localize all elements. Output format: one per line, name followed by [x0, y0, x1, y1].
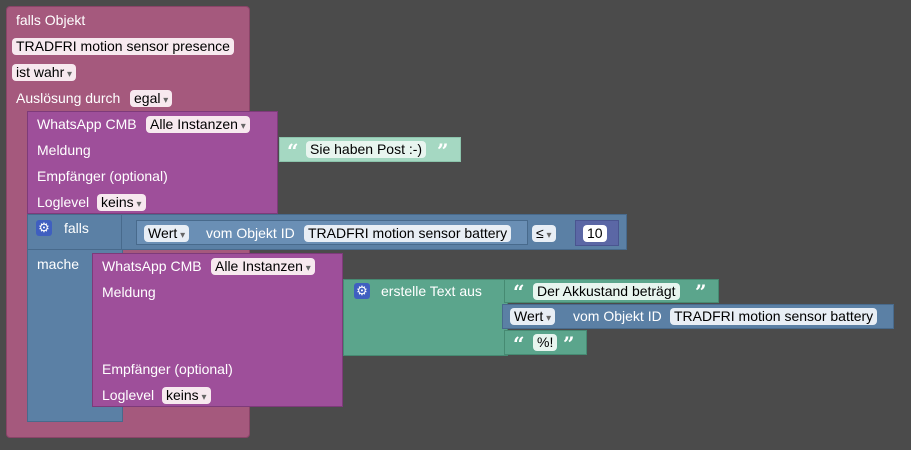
whatsapp1-title: WhatsApp CMB — [37, 116, 137, 132]
compare-object-id-field[interactable]: TRADFRI motion sensor battery — [304, 225, 512, 242]
of-object-label-2: vom Objekt ID — [573, 308, 662, 324]
of-object-label: vom Objekt ID — [206, 225, 295, 241]
whatsapp2-loglevel-dropdown[interactable]: keins — [162, 387, 211, 404]
quote-open-icon: “ — [513, 280, 525, 304]
quote-open-icon: “ — [513, 332, 525, 356]
event-object-id-field[interactable]: TRADFRI motion sensor presence — [12, 38, 234, 55]
quote-close-icon: ” — [437, 139, 449, 163]
text-join-label: erstelle Text aus — [381, 283, 482, 299]
quote-open-icon: “ — [287, 139, 299, 163]
trigger-dropdown[interactable]: egal — [130, 90, 173, 107]
message-text-field[interactable]: Sie haben Post :-) — [306, 141, 427, 158]
if-gear-icon[interactable]: ⚙ — [36, 220, 52, 236]
trigger-label: Auslösung durch — [16, 90, 121, 106]
operator-dropdown[interactable]: ≤ — [532, 225, 556, 242]
whatsapp-block-2[interactable] — [92, 253, 343, 407]
whatsapp2-title: WhatsApp CMB — [102, 258, 202, 274]
whatsapp2-message-label: Meldung — [102, 284, 156, 300]
quote-close-icon: ” — [695, 280, 707, 304]
whatsapp2-recipient-label: Empfänger (optional) — [102, 361, 233, 377]
text2-field[interactable]: %! — [533, 334, 558, 351]
text-join-gear-icon[interactable]: ⚙ — [354, 283, 370, 299]
whatsapp1-recipient-label: Empfänger (optional) — [37, 168, 168, 184]
whatsapp2-instance-dropdown[interactable]: Alle Instanzen — [211, 258, 315, 275]
value-type-dropdown-2[interactable]: Wert — [510, 308, 556, 325]
whatsapp1-loglevel-dropdown[interactable]: keins — [97, 194, 146, 211]
value-type-dropdown[interactable]: Wert — [144, 225, 190, 242]
number-field[interactable]: 10 — [583, 225, 607, 242]
whatsapp2-loglevel-label: Loglevel — [102, 387, 155, 403]
event-condition-dropdown[interactable]: ist wahr — [12, 64, 77, 81]
whatsapp1-instance-dropdown[interactable]: Alle Instanzen — [146, 116, 250, 133]
if-falls-label: falls — [64, 220, 89, 236]
whatsapp1-loglevel-label: Loglevel — [37, 194, 90, 210]
quote-close-icon: ” — [563, 332, 575, 356]
text1-field[interactable]: Der Akkustand beträgt — [533, 283, 680, 300]
join-object-id-field[interactable]: TRADFRI motion sensor battery — [670, 308, 878, 325]
event-title: falls Objekt — [16, 12, 86, 28]
if-mache-label: mache — [37, 256, 80, 272]
whatsapp1-message-label: Meldung — [37, 142, 91, 158]
